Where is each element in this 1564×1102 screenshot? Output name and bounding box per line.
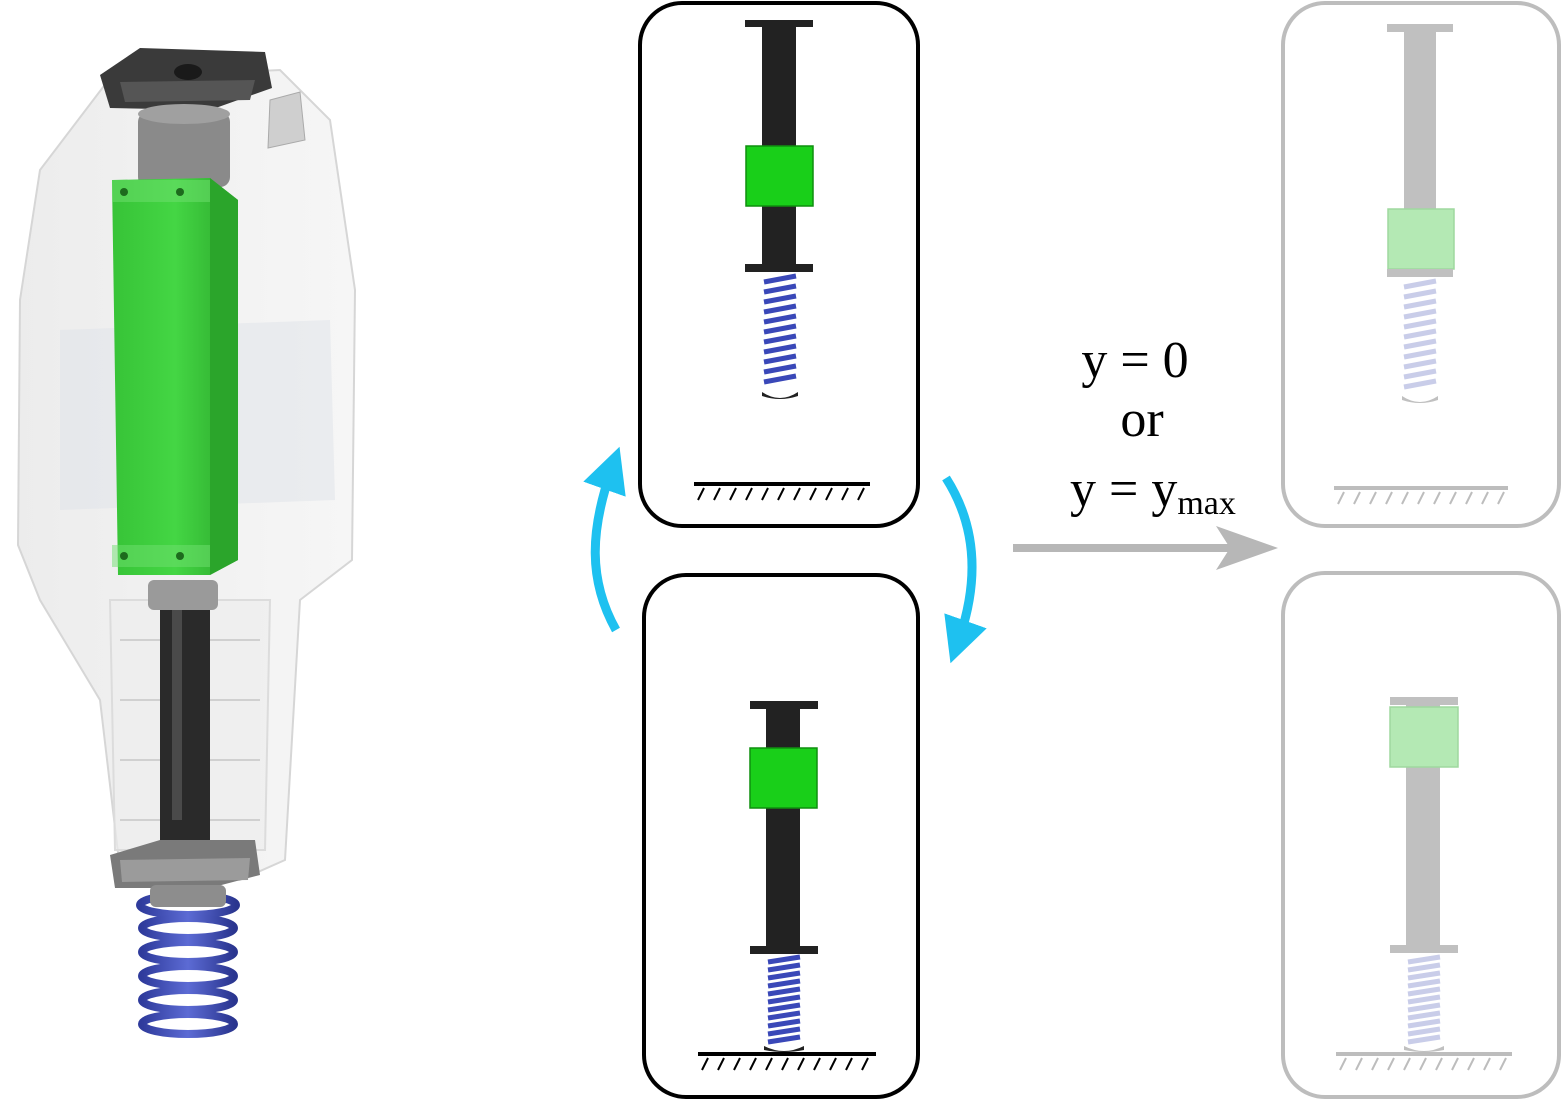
condition-line-3: y = ymax (1070, 461, 1236, 522)
carriage (1389, 706, 1459, 768)
rod-bottom-plate (745, 264, 813, 272)
ground-hatch-icon (1334, 486, 1508, 505)
frame-flight (638, 1, 920, 528)
spring (763, 273, 797, 385)
schematic-end-state-bottom (1281, 1, 1561, 528)
spring-foot (762, 392, 798, 399)
curved-arrow-down-icon (942, 475, 987, 664)
arrow-right-icon (1013, 526, 1278, 570)
green-actuator-body (112, 178, 238, 575)
condition-line-1: y = 0 (1081, 332, 1188, 389)
carriage (749, 747, 818, 809)
schematic-flight-phase (638, 1, 920, 528)
foot-spring (136, 891, 240, 1038)
curved-arrow-up-icon (583, 446, 626, 633)
motor-cylinder (138, 112, 230, 187)
rod-top-cap (745, 20, 813, 27)
frame-stance (642, 573, 920, 1099)
schematic-stance-phase (642, 573, 920, 1099)
leg-rod (160, 580, 210, 840)
spring-foot (764, 1046, 804, 1052)
carriage (1387, 208, 1455, 270)
robot-leg-render (16, 48, 357, 1038)
rod-bottom-plate (750, 946, 818, 954)
condition-line-2: or (1120, 391, 1163, 448)
carriage (745, 145, 814, 207)
subscript-max: max (1177, 485, 1236, 522)
ground-hatch-icon (698, 1052, 876, 1071)
frame-faded-top (1281, 1, 1561, 528)
rod (766, 709, 800, 949)
ground-hatch-icon (694, 482, 870, 501)
frame-faded-bottom (1281, 571, 1561, 1099)
spring (767, 954, 801, 1045)
rod-top-cap (750, 701, 818, 709)
ground-hatch-icon (1336, 1052, 1512, 1071)
transition-condition: y = 0 or y = ymax (1070, 332, 1236, 522)
schematic-end-state-top (1281, 571, 1561, 1099)
